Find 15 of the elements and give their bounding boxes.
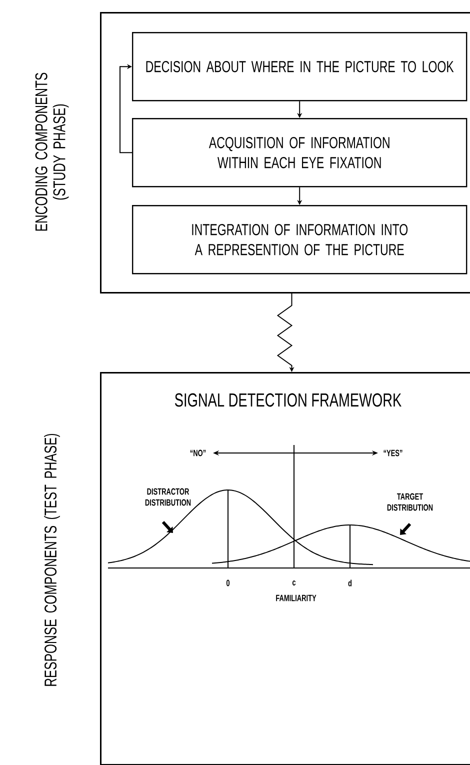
process-box: INTEGRATION OF INFORMATION INTO A REPRESENTION OF THE PICTURE	[132, 205, 468, 274]
feedback-arrow	[120, 64, 132, 154]
chart-label: FAMILIARITY	[276, 594, 316, 602]
process-box: ACQUISITION OF INFORMATION WITHIN EACH EYE FIXATION	[132, 118, 468, 188]
chart-label: 0	[226, 580, 230, 586]
side-heading: ENCODING COMPONENTS (STUDY PHASE)	[35, 72, 69, 231]
chart-label: DISTRACTOR DISTRIBUTION	[145, 488, 191, 506]
chart-label: “YES”	[384, 450, 402, 456]
process-box: DECISION ABOUT WHERE IN THE PICTURE TO LOOK	[132, 32, 468, 102]
chart-label: c	[292, 580, 296, 586]
chart-label: TARGET DISTRIBUTION	[387, 493, 433, 511]
chart-label: d	[348, 580, 352, 586]
panel-title: SIGNAL DETECTION FRAMEWORK	[175, 393, 402, 407]
chart-label: “NO”	[190, 450, 206, 456]
side-heading: RESPONSE COMPONENTS (TEST PHASE)	[44, 434, 60, 686]
